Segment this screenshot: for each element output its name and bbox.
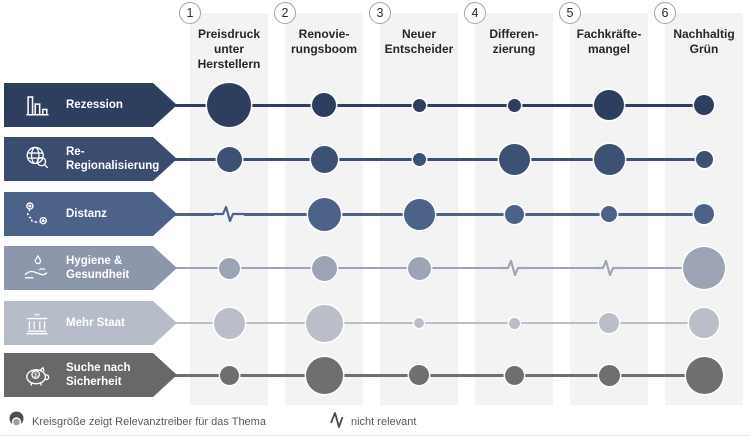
route-icon <box>20 197 54 231</box>
row-label-arrow: Mehr Staat <box>4 301 177 345</box>
relevance-circle <box>504 204 524 224</box>
row-label-arrow: Distanz <box>4 192 177 236</box>
column-number-badge: 2 <box>274 2 296 24</box>
column-header-label: Neuer Entscheider <box>384 27 454 56</box>
relevance-circle <box>689 308 719 338</box>
row-connector-line <box>172 267 707 269</box>
row-label: Mehr Staat <box>66 317 125 329</box>
column-header-label: Differen- zierung <box>489 27 539 56</box>
relevance-circle <box>305 356 343 394</box>
bar-chart-icon <box>20 88 54 122</box>
column-number-badge: 3 <box>369 2 391 24</box>
column-header-label: Preisdruck unter Herstellern <box>197 27 261 71</box>
relevance-circle <box>694 95 714 115</box>
row-label: Rezession <box>66 99 123 111</box>
legend-circle-size: Kreisgröße zeigt Relevanztreiber für das… <box>8 411 266 433</box>
row-connector-line <box>172 322 707 324</box>
legend: Kreisgröße zeigt Relevanztreiber für das… <box>0 407 750 433</box>
relevance-circle <box>507 98 521 112</box>
relevance-circle <box>307 197 341 231</box>
row-label-arrow: Hygiene & Gesundheit <box>4 246 177 290</box>
row-label: Suche nach Sicherheit <box>66 362 131 388</box>
column-header-label: Fachkräfte- mangel <box>576 27 642 56</box>
relevance-circle <box>685 356 723 394</box>
relevance-circle <box>412 98 426 112</box>
relevance-circle <box>305 304 343 342</box>
relevance-circle <box>213 307 245 339</box>
relevance-circle <box>312 93 336 117</box>
piggy-bank-icon: $ <box>20 358 54 392</box>
relevance-circle <box>412 152 426 166</box>
circle-size-icon <box>8 411 25 433</box>
relevance-circle <box>598 364 620 386</box>
not-relevant-zigzag <box>214 204 244 224</box>
relevance-circle <box>414 318 424 328</box>
hand-hygiene-icon <box>20 251 54 285</box>
relevance-circle <box>683 247 725 289</box>
column-number-badge: 5 <box>559 2 581 24</box>
legend-size-note: Kreisgröße zeigt Relevanztreiber für das… <box>32 416 266 428</box>
row-connector-line <box>172 157 707 161</box>
row-label-arrow: $ Suche nach Sicherheit <box>4 353 177 397</box>
relevance-circle <box>216 146 242 172</box>
bank-icon <box>20 306 54 340</box>
column-number-badge: 1 <box>179 2 201 24</box>
globe-search-icon <box>20 142 54 176</box>
column-number-badge: 4 <box>464 2 486 24</box>
relevance-circle <box>594 90 624 120</box>
relevance-circle <box>695 150 713 168</box>
row-label-arrow: Re- Regionalisierung <box>4 137 177 181</box>
row-label: Distanz <box>66 208 107 220</box>
row-label: Re- Regionalisierung <box>66 146 160 172</box>
svg-text:$: $ <box>34 372 38 379</box>
relevance-circle <box>601 206 617 222</box>
relevance-circle <box>409 365 429 385</box>
relevance-circle <box>599 313 619 333</box>
relevance-circle <box>403 198 435 230</box>
column-header-label: Nachhaltig Grün <box>673 27 735 56</box>
relevance-circle <box>407 256 431 280</box>
relevance-circle <box>508 317 520 329</box>
row-connector-line <box>172 212 707 216</box>
column-header-label: Renovie- rungsboom <box>291 27 357 56</box>
row-connector-line <box>172 373 707 377</box>
relevance-circle <box>504 365 524 385</box>
zigzag-icon <box>330 409 344 435</box>
row-label-arrow: Rezession <box>4 83 177 127</box>
relevance-circle <box>498 143 530 175</box>
not-relevant-zigzag <box>594 258 624 278</box>
relevance-circle <box>694 204 714 224</box>
row-connector-line <box>172 103 707 107</box>
column-number-badge: 6 <box>654 2 676 24</box>
relevance-circle <box>593 143 625 175</box>
legend-not-relevant: nicht relevant <box>330 409 416 435</box>
row-label: Hygiene & Gesundheit <box>66 255 130 281</box>
relevance-circle <box>218 257 240 279</box>
relevance-circle <box>207 83 251 127</box>
relevance-circle <box>310 145 338 173</box>
relevance-circle <box>219 365 239 385</box>
not-relevant-zigzag <box>499 258 529 278</box>
relevance-circle <box>311 255 337 281</box>
legend-not-relevant-label: nicht relevant <box>351 416 417 428</box>
